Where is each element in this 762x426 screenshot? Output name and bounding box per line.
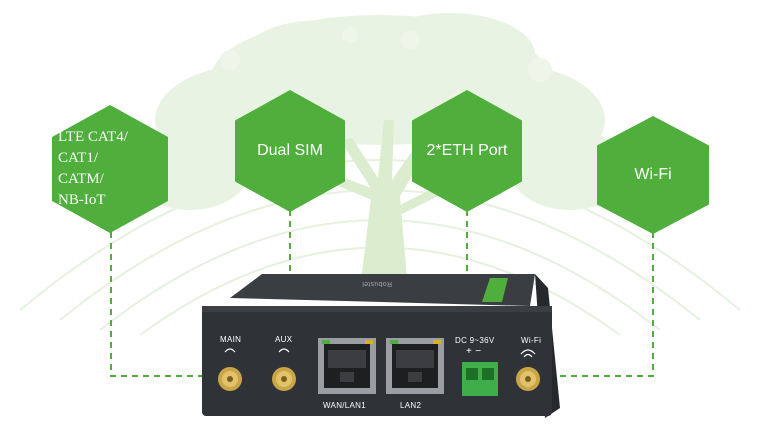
wifi-port-label: Wi-Fi [521, 336, 542, 345]
wifi-antenna-connector [516, 367, 540, 391]
feature-dual-sim-label: Dual SIM [257, 142, 323, 159]
power-polarity-label: + − [466, 346, 482, 357]
feature-wifi-label: Wi-Fi [634, 166, 672, 183]
feature-lte-line-3: CATM/ [58, 171, 104, 187]
feature-lte-line-1: LTE CAT4/ [58, 129, 128, 145]
wan-ethernet-port [318, 338, 376, 394]
feature-hex-eth-port: 2*ETH Port [412, 90, 522, 212]
router-green-stripe [482, 278, 508, 302]
lan-ethernet-port [386, 338, 444, 394]
wifi-signal-icon [520, 349, 536, 358]
power-port-label: DC 9~36V [455, 336, 495, 345]
router-top-panel [230, 274, 535, 306]
main-antenna-connector [218, 367, 242, 391]
aux-antenna-connector [272, 367, 296, 391]
feature-eth-port-label: 2*ETH Port [426, 142, 508, 159]
feature-lte-line-2: CAT1/ [58, 150, 99, 166]
router-front-panel [202, 306, 552, 416]
lan-port-label: LAN2 [400, 401, 422, 410]
power-terminal-block [462, 362, 498, 396]
router-device [202, 274, 560, 418]
main-port-label: MAIN [220, 335, 242, 344]
feature-lte-line-4: NB-IoT [58, 192, 106, 208]
feature-hex-wifi: Wi-Fi [597, 116, 709, 234]
aux-antenna-icon [278, 348, 290, 353]
wan-port-label: WAN/LAN1 [323, 401, 367, 410]
main-antenna-icon [224, 348, 236, 353]
aux-port-label: AUX [275, 335, 293, 344]
brand-mark: Robustel [362, 280, 393, 287]
